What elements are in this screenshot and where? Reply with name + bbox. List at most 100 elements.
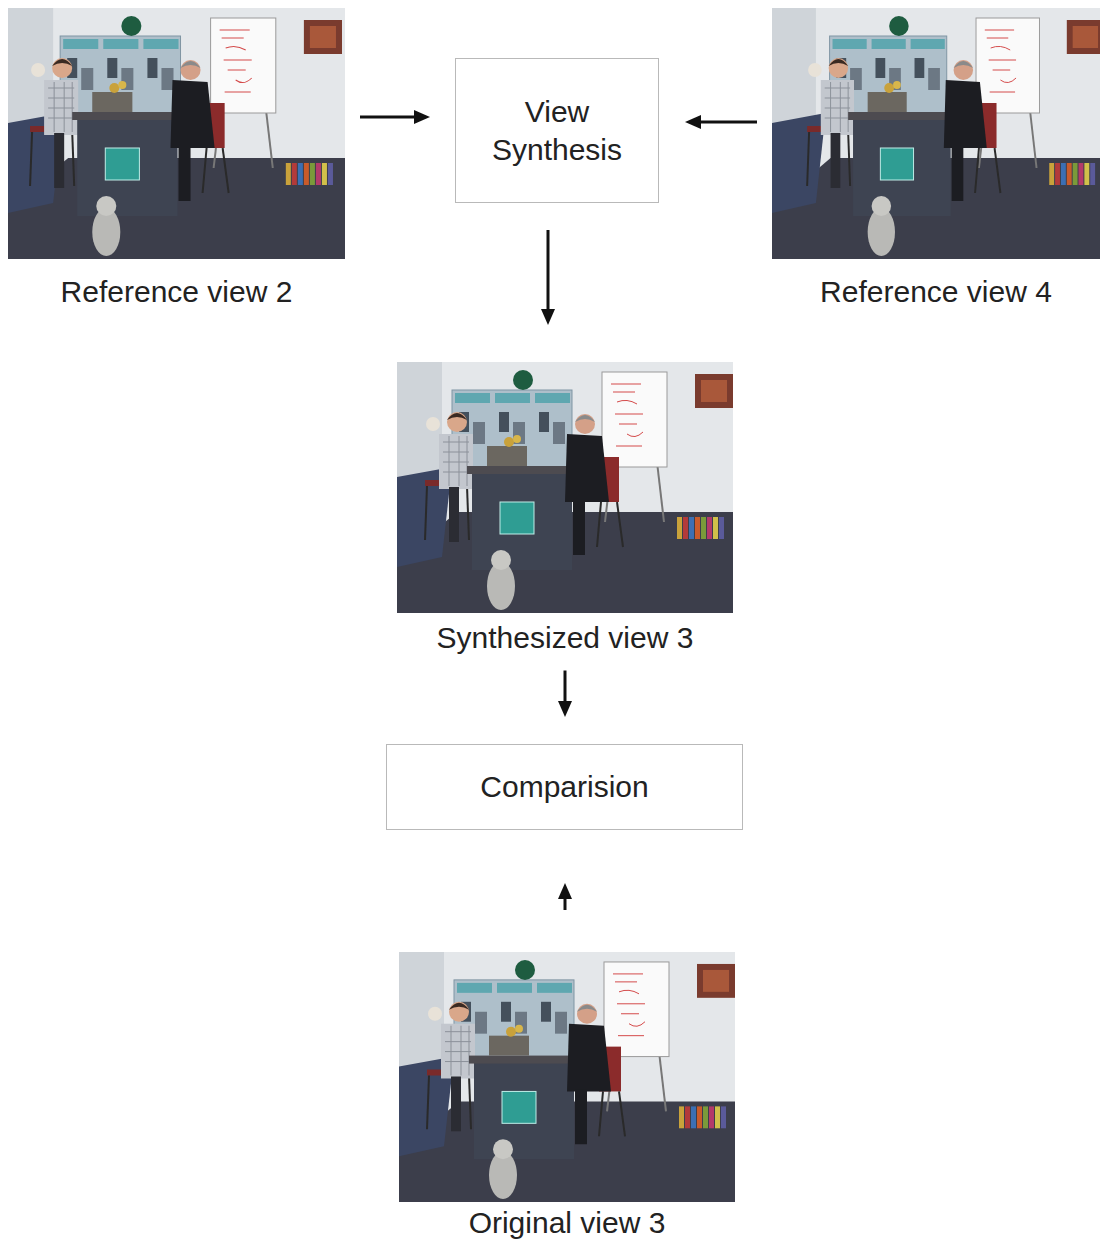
poster-image xyxy=(553,422,565,444)
arrow-head xyxy=(558,701,572,717)
legs xyxy=(451,1077,461,1132)
hair xyxy=(954,61,974,68)
hair xyxy=(447,413,467,420)
binder xyxy=(298,163,303,185)
flowers xyxy=(109,83,119,93)
shirt-check xyxy=(445,1026,471,1076)
whiteboard xyxy=(604,962,669,1057)
binder xyxy=(719,517,724,539)
chair-leg xyxy=(599,1091,603,1136)
board-leg xyxy=(1030,108,1037,168)
monitor xyxy=(487,446,527,466)
monitor xyxy=(868,92,907,112)
hair xyxy=(575,415,595,422)
poster-header xyxy=(911,39,945,49)
poster-header xyxy=(63,39,98,49)
binder xyxy=(1079,163,1084,185)
chair-leg xyxy=(975,148,979,193)
wall-clock xyxy=(121,16,141,36)
wall-picture xyxy=(304,20,342,54)
desk-sign xyxy=(880,148,913,180)
hair xyxy=(449,1003,469,1010)
whiteboard-scribble xyxy=(220,30,252,92)
shirt xyxy=(821,80,854,135)
photo-view: Synthesized view 3 xyxy=(397,362,733,656)
binder xyxy=(697,1106,702,1128)
poster-image xyxy=(473,422,485,444)
board-leg xyxy=(266,108,273,168)
wall-picture xyxy=(697,964,735,998)
poster-image xyxy=(475,1012,487,1034)
monitor xyxy=(92,92,132,112)
wall xyxy=(397,362,733,613)
binder xyxy=(709,1106,714,1128)
flowers xyxy=(506,1027,516,1037)
chair-leg xyxy=(619,1091,625,1136)
desk-sign xyxy=(105,148,139,180)
poster-image xyxy=(513,422,525,444)
wall xyxy=(8,8,345,259)
skull-figure xyxy=(426,417,440,431)
flowers xyxy=(118,81,126,89)
wall-picture-inner xyxy=(310,26,336,48)
foreground-group xyxy=(425,412,623,610)
poster-header xyxy=(537,983,572,993)
head xyxy=(829,58,849,78)
arrow-head xyxy=(541,309,555,325)
connector-line xyxy=(564,671,567,706)
binder xyxy=(707,517,712,539)
head xyxy=(447,412,467,432)
flowers xyxy=(504,437,514,447)
arrow-head xyxy=(558,883,572,899)
poster-image xyxy=(161,68,173,90)
chair-leg xyxy=(597,502,601,547)
shirt-check xyxy=(48,82,74,132)
poster-header xyxy=(833,39,867,49)
binder xyxy=(683,517,688,539)
photo-view: Original view 3 xyxy=(399,952,735,1241)
poster-image xyxy=(147,58,157,78)
whiteboard-scribble xyxy=(613,974,645,1036)
arrow-connector xyxy=(685,115,757,129)
binder xyxy=(292,163,297,185)
poster-image xyxy=(928,68,940,90)
wall-picture xyxy=(695,374,733,408)
connector-line xyxy=(360,116,418,119)
poster-header xyxy=(872,39,906,49)
view-caption: Reference view 2 xyxy=(0,275,365,310)
desk-top xyxy=(72,112,182,120)
skull-figure xyxy=(808,63,822,77)
arrow-connector xyxy=(558,671,572,718)
desk-top xyxy=(467,466,577,474)
board-leg xyxy=(657,462,664,522)
chair-leg xyxy=(617,502,623,547)
binder xyxy=(677,517,682,539)
hair xyxy=(829,59,849,66)
poster-header xyxy=(457,983,492,993)
poster-image xyxy=(107,58,117,78)
desk-top xyxy=(469,1056,579,1064)
binder xyxy=(713,517,718,539)
poster-header xyxy=(455,393,490,403)
poster-header xyxy=(495,393,530,403)
box-label: Comparision xyxy=(480,768,648,806)
chair-leg xyxy=(223,148,229,193)
whiteboard-scribble xyxy=(985,30,1016,92)
lion-statue-head xyxy=(872,196,892,216)
legs xyxy=(952,146,964,201)
binder xyxy=(286,163,291,185)
wall xyxy=(399,952,735,1202)
foreground-group xyxy=(427,1002,625,1199)
connector-line xyxy=(697,121,757,124)
whiteboard xyxy=(211,18,276,113)
head xyxy=(181,60,201,80)
poster-image xyxy=(499,412,509,432)
legs xyxy=(54,133,64,188)
shirt xyxy=(441,1024,475,1079)
wall xyxy=(772,8,1100,259)
desk xyxy=(472,470,572,570)
hair xyxy=(577,1005,597,1012)
head xyxy=(575,414,595,434)
wall-clock xyxy=(515,960,535,980)
jacket xyxy=(170,80,214,148)
